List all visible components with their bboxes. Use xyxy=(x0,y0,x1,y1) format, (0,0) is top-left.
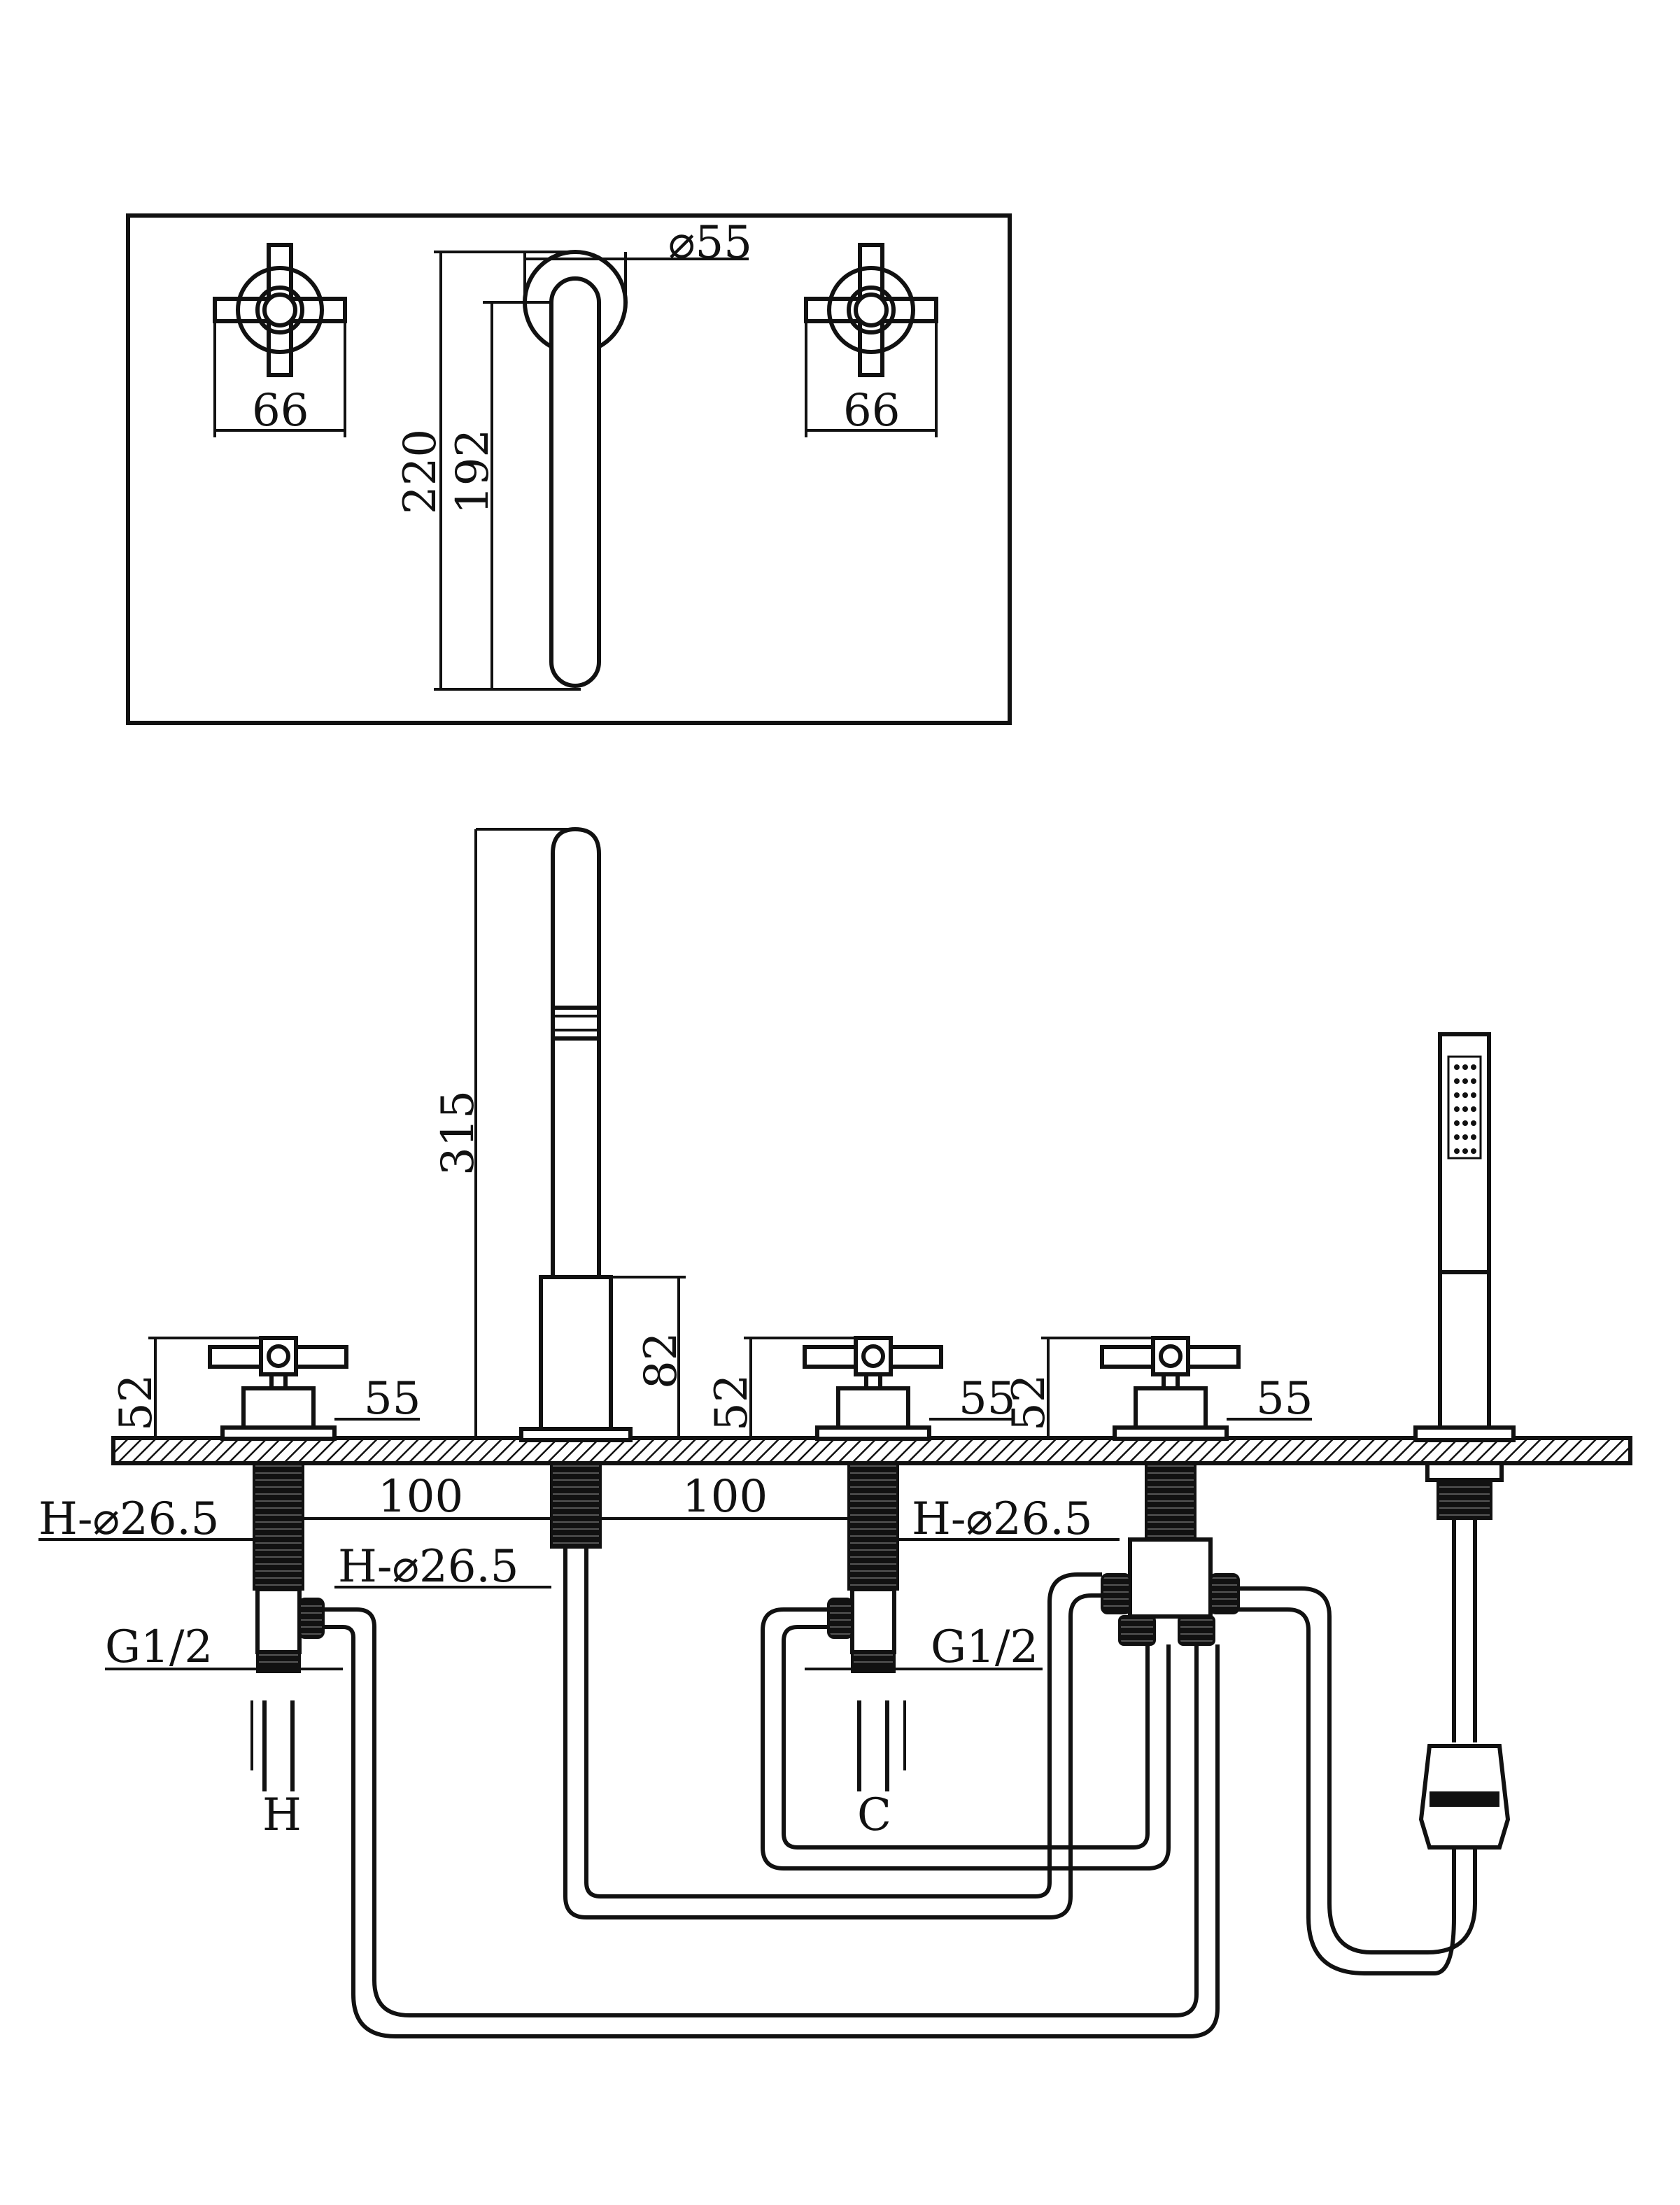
right-handle-top-icon xyxy=(804,243,938,377)
hot-inlet-label: H xyxy=(262,1789,302,1841)
left-handle-width-label: 66 xyxy=(252,385,309,437)
front-view: 315 82 52 55 xyxy=(38,826,1632,2038)
diverter-valve-icon xyxy=(1100,1336,1241,1646)
hole-left-label: H-⌀26.5 xyxy=(38,1493,219,1545)
spout-body-height-label: 82 xyxy=(635,1332,687,1389)
diverter-valve-width-label: 55 xyxy=(1256,1373,1313,1425)
cold-valve-icon xyxy=(803,1336,943,1791)
diverter-valve-height-label: 52 xyxy=(1003,1374,1055,1431)
hoses xyxy=(323,1572,1477,2038)
cold-inlet-label: C xyxy=(857,1789,891,1841)
right-handle-width-label: 66 xyxy=(843,385,900,437)
spout-outer-height-label: 220 xyxy=(395,429,446,514)
hot-valve-height-label: 52 xyxy=(111,1374,162,1431)
hole-right-label: H-⌀26.5 xyxy=(912,1493,1092,1545)
spout-top-icon xyxy=(523,250,628,688)
spout-diameter-label: ⌀55 xyxy=(668,217,752,269)
left-handle-top-icon xyxy=(213,243,347,377)
top-view-frame xyxy=(126,213,1012,725)
spout-height-label: 315 xyxy=(432,1090,484,1176)
hot-valve-width-label: 55 xyxy=(364,1373,421,1425)
deck-plate xyxy=(111,1436,1632,1465)
thread-left-label: G1/2 xyxy=(105,1621,213,1673)
top-view: 66 66 ⌀55 220 192 xyxy=(126,213,1012,725)
spacing-right-label: 100 xyxy=(682,1471,768,1523)
cold-valve-height-label: 52 xyxy=(706,1374,758,1431)
spout-inner-height-label: 192 xyxy=(447,429,499,514)
thread-right-label: G1/2 xyxy=(931,1621,1038,1673)
hot-valve-icon xyxy=(208,1336,348,1791)
cold-valve-width-label: 55 xyxy=(959,1373,1015,1425)
spacing-left-label: 100 xyxy=(378,1471,463,1523)
hole-center-label: H-⌀26.5 xyxy=(338,1541,518,1593)
hand-shower-icon xyxy=(1413,1032,1516,1850)
spout-front-icon xyxy=(519,826,633,1588)
